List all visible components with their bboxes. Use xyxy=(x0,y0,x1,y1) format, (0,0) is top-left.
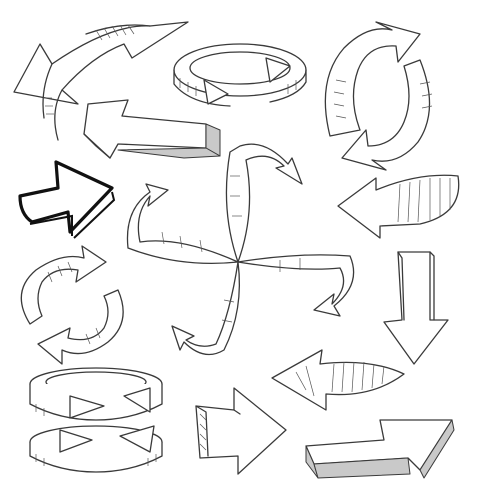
left-pointing-arrow-icon xyxy=(337,174,460,239)
circular-arrows-top-right-icon xyxy=(324,21,433,171)
left-arrow-mid-right-icon xyxy=(271,349,405,411)
down-arrow-right-icon xyxy=(383,251,449,365)
four-way-swirl-arrows-icon xyxy=(126,143,355,356)
curved-arrow-top-left-icon xyxy=(13,21,189,141)
right-arrow-bottom-center-icon xyxy=(195,387,287,475)
circular-arrow-top-center-icon xyxy=(173,43,307,107)
circular-arrows-left-icon xyxy=(20,245,124,365)
block-arrow-bottom-right-icon xyxy=(305,419,455,479)
block-arrow-3d-icon xyxy=(83,99,221,159)
bold-outline-arrow-icon xyxy=(18,160,116,239)
stacked-ring-arrows-icon xyxy=(29,367,163,473)
